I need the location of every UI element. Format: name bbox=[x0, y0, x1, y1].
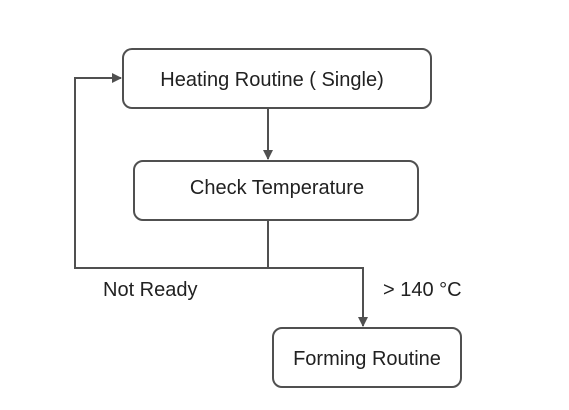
node-forming-routine-label: Forming Routine bbox=[293, 348, 441, 370]
node-heating-routine-box bbox=[122, 48, 432, 109]
node-check-temperature-label: Check Temperature bbox=[190, 177, 364, 199]
edge-not-ready-loop bbox=[74, 73, 268, 269]
node-check-temperature-box bbox=[133, 160, 419, 221]
node-forming-routine[interactable]: Forming Routine bbox=[272, 327, 462, 388]
edge-label-ready: > 140 °C bbox=[383, 279, 462, 301]
node-check-temperature[interactable]: Check Temperature bbox=[133, 160, 419, 221]
node-forming-routine-box bbox=[272, 327, 462, 388]
edge-label-not-ready: Not Ready bbox=[103, 279, 198, 301]
node-heating-routine[interactable]: Heating Routine ( Single) bbox=[122, 48, 432, 109]
edge-ready-to-forming bbox=[268, 267, 368, 327]
node-heating-routine-label: Heating Routine ( Single) bbox=[160, 69, 383, 91]
